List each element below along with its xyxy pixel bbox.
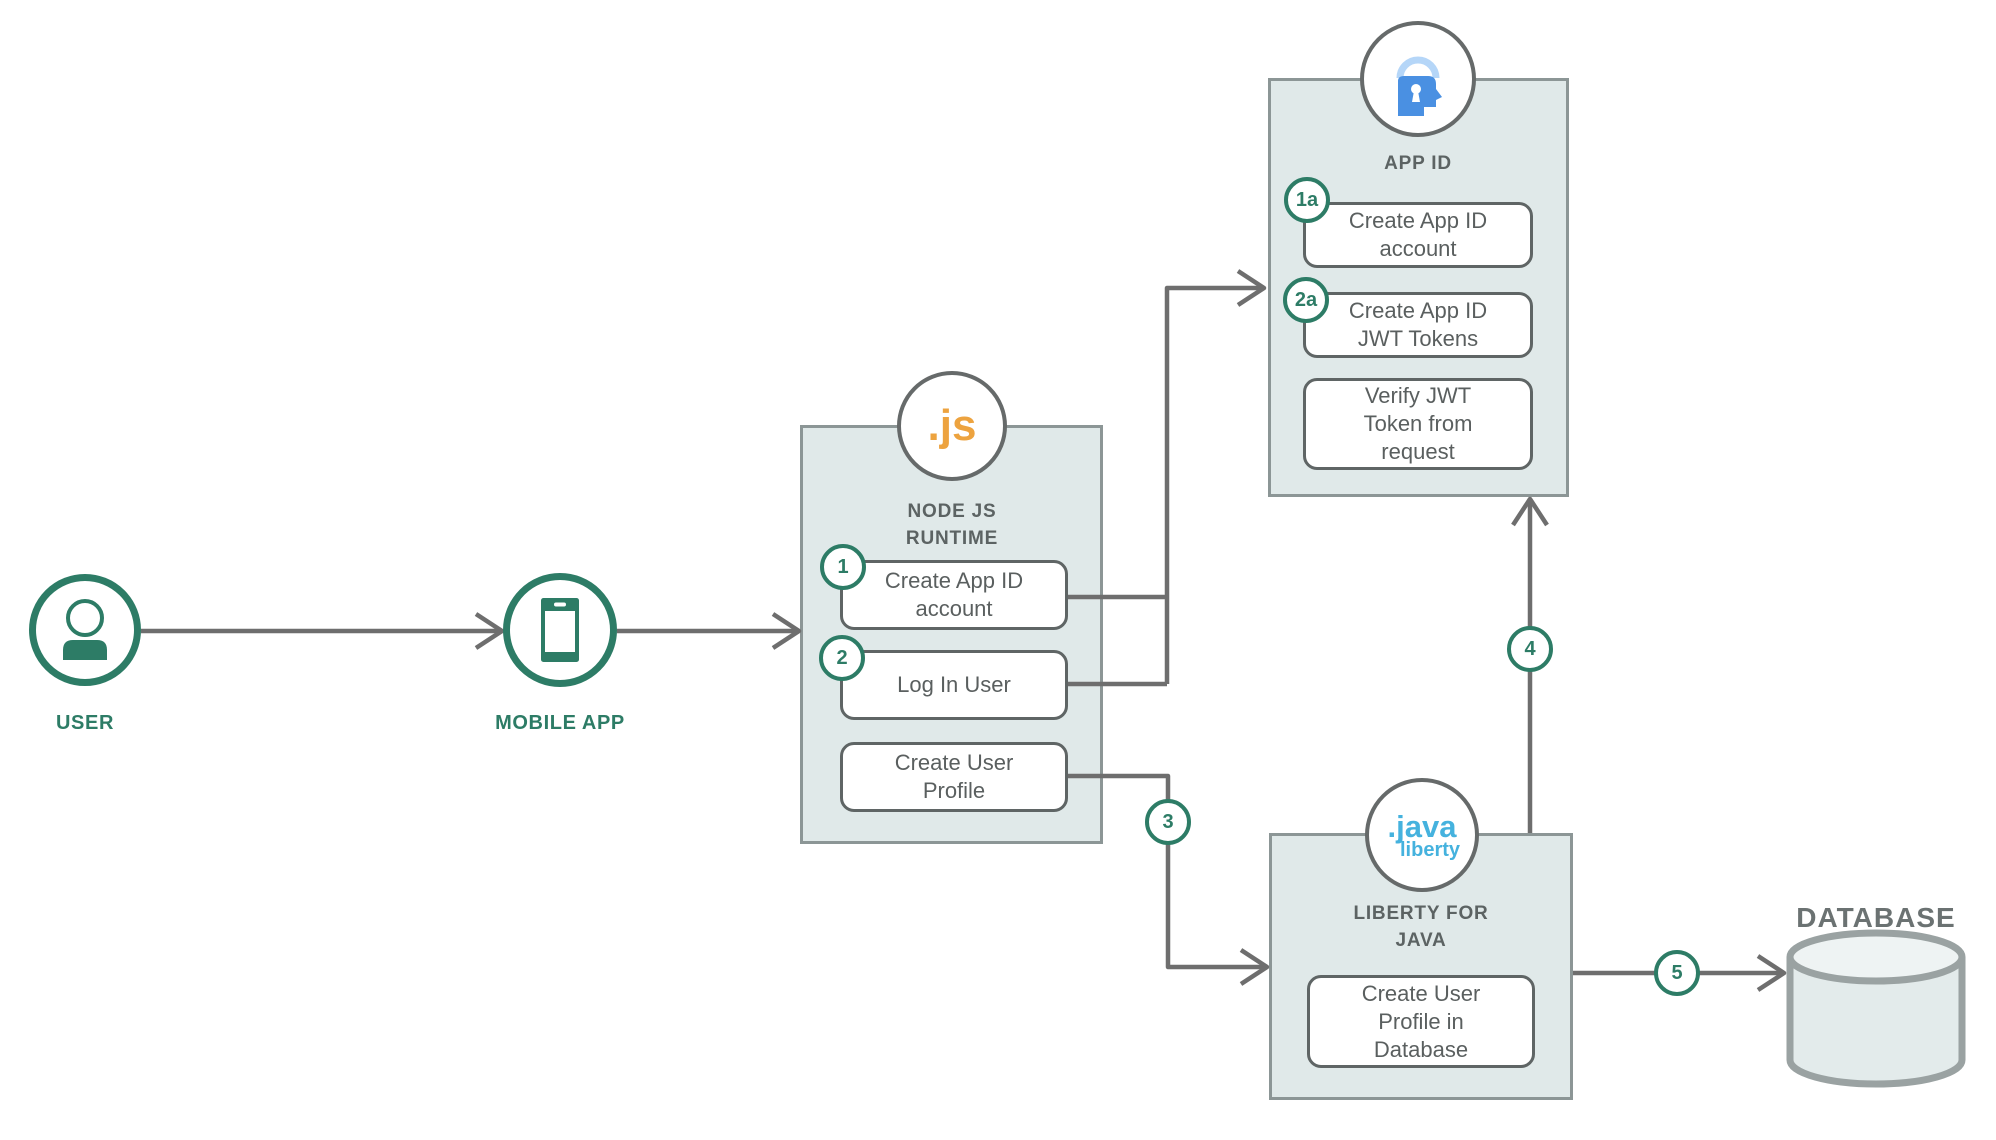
edge-badge-3: 3	[1145, 799, 1191, 845]
badge-2: 2	[819, 635, 865, 681]
appid-title: APP ID	[1384, 153, 1452, 174]
database-icon	[1786, 929, 1966, 1088]
mobile-phone-icon	[541, 598, 579, 662]
step-create-user-profile: Create User Profile	[840, 742, 1068, 812]
arrowhead-user-mobile	[474, 612, 505, 650]
nodejs-logo-text: .js	[927, 401, 977, 450]
appid-icon	[1360, 21, 1476, 137]
step-create-profile-db: Create User Profile in Database	[1307, 975, 1535, 1068]
arrowhead-database	[1756, 954, 1787, 992]
edge-badge-5: 5	[1654, 950, 1700, 996]
nodejs-icon: .js	[897, 371, 1007, 481]
step-verify-jwt: Verify JWT Token from request	[1303, 378, 1533, 470]
step-text: Log In User	[897, 672, 1011, 697]
badge-2a: 2a	[1283, 277, 1329, 323]
java-logo-text: .java	[1387, 808, 1457, 844]
liberty-title: LIBERTY FOR JAVA	[1353, 903, 1489, 951]
mobile-app-label: MOBILE APP	[495, 712, 625, 734]
arrowhead-appid	[1236, 269, 1267, 307]
step-appid-create-account: Create App ID account	[1303, 202, 1533, 268]
badge-1a: 1a	[1284, 177, 1330, 223]
appid-lock-head-icon	[1396, 56, 1442, 116]
step-login-user: Log In User	[840, 650, 1068, 720]
user-label: USER	[56, 712, 114, 734]
liberty-java-icon: .java liberty	[1365, 778, 1479, 892]
step-text: Create App ID JWT Tokens	[1348, 298, 1488, 351]
liberty-logo-text: liberty	[1399, 838, 1461, 861]
arrowhead-mobile-nodejs	[771, 612, 802, 650]
nodejs-title: NODE JS RUNTIME	[905, 501, 999, 549]
step-text: Verify JWT Token from request	[1363, 383, 1473, 464]
step-appid-jwt-tokens: Create App ID JWT Tokens	[1303, 292, 1533, 358]
step-text: Create App ID account	[1348, 208, 1488, 261]
step-text: Create App ID account	[884, 568, 1024, 621]
user-node	[29, 574, 141, 686]
arrowhead-liberty	[1239, 948, 1270, 986]
database-label: DATABASE	[1796, 902, 1956, 933]
edge-trunk-appid	[1164, 285, 1262, 684]
step-create-appid-account: Create App ID account	[840, 560, 1068, 630]
edge-badge-4: 4	[1507, 626, 1553, 672]
step-text: Create User Profile in Database	[1361, 980, 1481, 1062]
step-text: Create User Profile	[894, 750, 1014, 803]
mobile-app-node	[503, 573, 617, 687]
arrowhead-liberty-appid	[1511, 496, 1549, 527]
user-icon	[63, 599, 107, 660]
edge-step3-liberty	[1068, 773, 1265, 970]
badge-1: 1	[820, 544, 866, 590]
